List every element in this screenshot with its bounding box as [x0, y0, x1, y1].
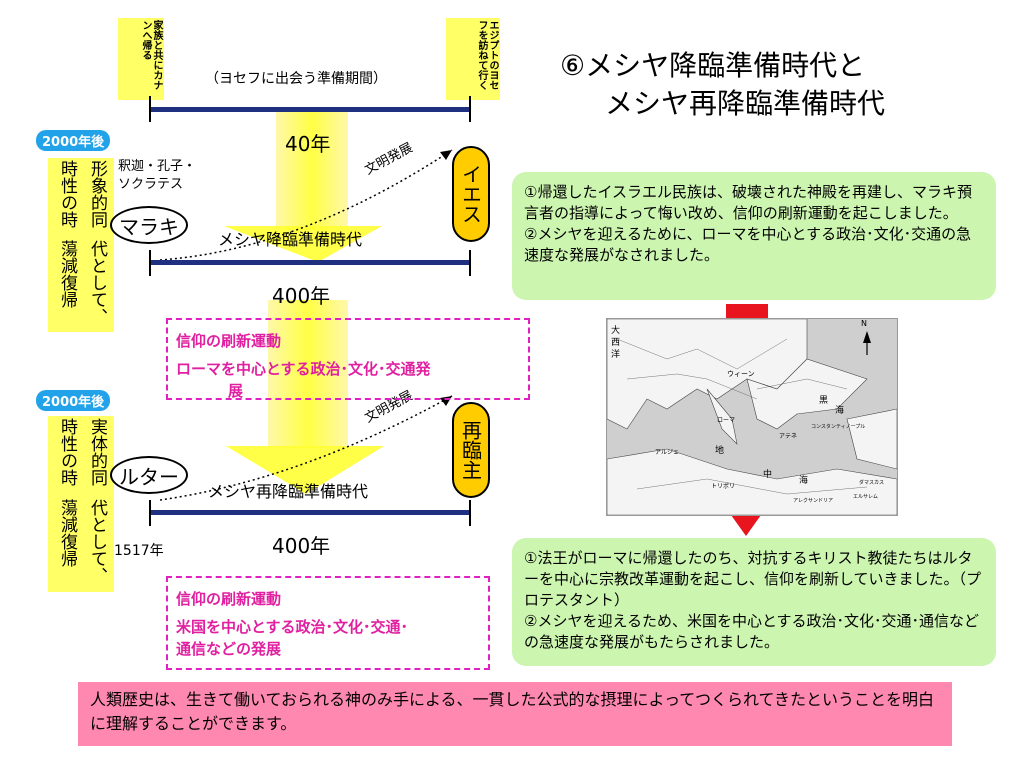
side-label-substantial: 実体的同時性の時 代として、蕩減復帰	[48, 416, 114, 592]
yellow-arrow-bottom-body	[268, 300, 348, 448]
green-box-2-p2: ②メシヤを迎えるため、米国を中心とする政治･文化･交通･通信などの急速度な発展が…	[524, 612, 980, 651]
bottom-summary: 人類歴史は、生きて働いておられる神のみ手による、一貫した公式的な摂理によってつく…	[78, 682, 952, 746]
timeline-tick	[149, 96, 151, 122]
map-label: 中	[763, 470, 773, 480]
timeline-tick	[149, 250, 151, 276]
dashed-box-1-line-3: 展	[228, 382, 244, 400]
green-box-1-p1: ①帰還したイスラエル民族は、破壊された神殿を再建し、マラキ預言者の指導によって悔…	[524, 183, 973, 222]
yellow-arrow-top-body	[276, 112, 348, 230]
dashed-box-1-line-2: ローマを中心とする政治･文化･交通発	[176, 360, 431, 378]
dashed-box-2-line-1: 信仰の刷新運動	[176, 590, 282, 608]
dashed-box-1: 信仰の刷新運動 ローマを中心とする政治･文化･交通発 展	[166, 318, 530, 400]
red-marker-top	[726, 304, 768, 320]
map-north-label: N	[861, 319, 867, 328]
timeline-tick	[149, 500, 151, 526]
timeline-tick	[469, 96, 471, 122]
oval-luther: ルター	[110, 456, 188, 494]
title-line-2: メシヤ再降臨準備時代	[605, 87, 886, 120]
green-box-2: ①法王がローマに帰還したのち、対抗するキリスト教徒たちはルターを中心に宗教改革運…	[512, 538, 996, 666]
yellow-arrow-top-head	[224, 226, 382, 262]
figures-label: 釈迦・孔子・ ソクラテス	[118, 159, 197, 192]
dashed-box-2: 信仰の刷新運動 米国を中心とする政治･文化･交通･ 通信などの発展	[166, 576, 490, 670]
timeline-tick	[469, 250, 471, 276]
badge-2000-years-2: 2000年後	[36, 390, 111, 411]
timeline-bar-top	[150, 107, 470, 112]
map-label: ローマ	[717, 417, 736, 424]
map-graphic	[607, 319, 897, 515]
side-label-formal-right: 形象的同時性の時	[57, 160, 107, 228]
development-arrow-1	[159, 149, 453, 261]
map-label: アテネ	[779, 433, 798, 440]
map-label: アレクサンドリア	[793, 498, 834, 504]
top-label-left: 家族と共にカナンへ帰る	[118, 18, 164, 100]
dashed-box-2-line-3: 通信などの発展	[176, 640, 282, 658]
title-line-1: ⑥メシヤ降臨準備時代と	[560, 49, 866, 82]
map-label: 地	[715, 446, 725, 456]
map-label: アルジェ	[655, 449, 679, 456]
timeline-tick	[469, 500, 471, 526]
yellow-arrow-bottom-head	[226, 446, 384, 494]
map-label: トリポリ	[711, 483, 736, 490]
side-label-formal: 形象的同時性の時 代として、蕩減復帰	[48, 158, 114, 332]
era-label-1: メシヤ降臨準備時代	[218, 230, 363, 249]
years-40: 40年	[285, 132, 331, 156]
dashed-box-1-line-1: 信仰の刷新運動	[176, 332, 282, 350]
side-label-formal-left: 代として、蕩減復帰	[57, 240, 107, 325]
map-label: 大	[611, 326, 621, 336]
map-label: 海	[835, 406, 845, 416]
timeline-bar-mid	[150, 260, 470, 265]
map-label: コンスタンティノープル	[811, 424, 866, 430]
side-label-substantial-left: 代として、蕩減復帰	[57, 498, 107, 584]
green-box-2-p1: ①法王がローマに帰還したのち、対抗するキリスト教徒たちはルターを中心に宗教改革運…	[524, 549, 982, 609]
oval-malachi: マラキ	[110, 206, 188, 244]
mediterranean-map: 大 西 洋 ウィーン 黒 海 地 中 海 ローマ アテネ コンスタンティノープル…	[606, 318, 898, 516]
years-400-b: 400年	[272, 534, 331, 558]
era-label-2: メシヤ再降臨準備時代	[208, 482, 369, 501]
map-label: ダマスカス	[859, 480, 885, 486]
map-label: 黒	[819, 396, 829, 406]
years-400-a: 400年	[272, 284, 331, 308]
start-year: 1517年	[114, 543, 164, 559]
map-label: 洋	[611, 350, 621, 360]
map-label: エルサレム	[853, 494, 878, 500]
green-box-1: ①帰還したイスラエル民族は、破壊された神殿を再建し、マラキ預言者の指導によって悔…	[512, 172, 996, 300]
top-label-right: エジプトのヨセフを訪ねて行く	[446, 18, 500, 100]
end-marker-jesus: イエス	[452, 146, 490, 242]
map-label: 西	[611, 338, 621, 348]
end-marker-second-coming: 再臨主	[452, 402, 490, 498]
dashed-box-2-line-2: 米国を中心とする政治･文化･交通･	[176, 618, 409, 636]
green-box-1-p2: ②メシヤを迎えるために、ローマを中心とする政治･文化･交通の急速度な発展がなされ…	[524, 225, 972, 264]
side-label-substantial-right: 実体的同時性の時	[57, 418, 107, 486]
timeline-bar-bottom	[150, 510, 470, 515]
prep-period-label: （ヨセフに出会う準備期間）	[205, 71, 387, 87]
map-label: 海	[799, 476, 809, 486]
badge-2000-years-1: 2000年後	[36, 130, 111, 151]
map-label: ウィーン	[727, 370, 755, 378]
